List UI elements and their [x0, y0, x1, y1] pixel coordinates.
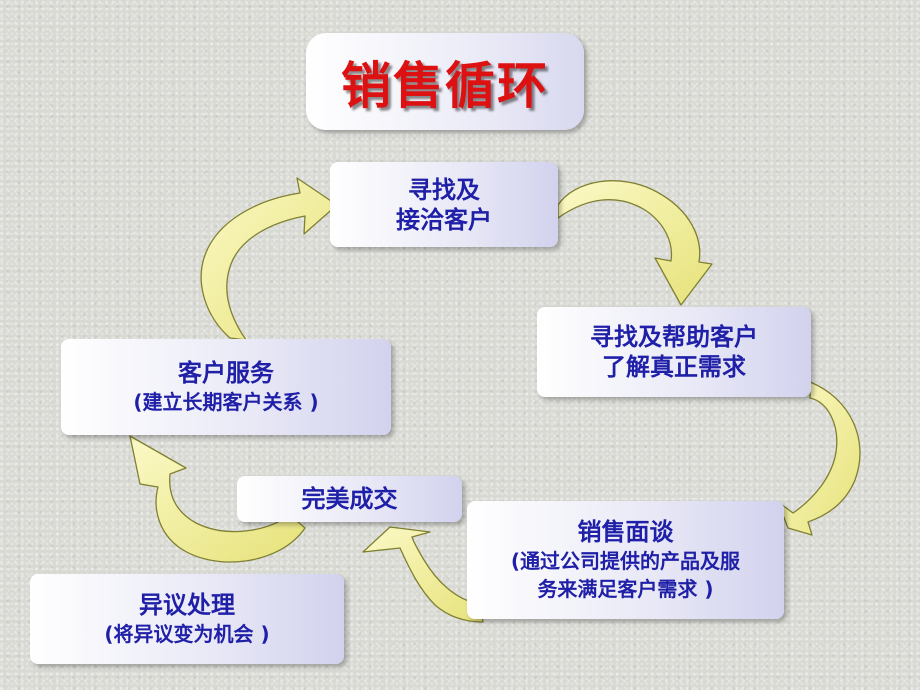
step-objection-line1: 异议处理: [139, 591, 235, 619]
step-service-line1: 客户服务: [178, 359, 274, 387]
step-customer-service: 客户服务 (建立长期客户关系 ): [61, 339, 391, 435]
find-to-help-arrow: [557, 180, 713, 306]
step-find-contact-customer: 寻找及 接洽客户: [330, 162, 558, 247]
step-talk-line3: 务来满足客户需求 ): [537, 577, 714, 601]
step-objection-line2: (将异议变为机会 ): [104, 622, 270, 646]
page-title: 销售循环: [341, 56, 549, 115]
step-close-deal: 完美成交: [237, 476, 462, 522]
title-box: 销售循环: [306, 33, 584, 130]
step-help-line1: 寻找及帮助客户: [590, 323, 758, 351]
step-find-line2: 接洽客户: [396, 205, 492, 234]
talk-to-close-arrow: [362, 526, 484, 623]
step-talk-line1: 销售面谈: [577, 518, 674, 546]
step-talk-line2: (通过公司提供的产品及服: [510, 549, 741, 573]
step-sales-meeting: 销售面谈 (通过公司提供的产品及服 务来满足客户需求 ): [467, 501, 784, 619]
close-to-service-arrow: [129, 435, 306, 563]
step-objection-handling: 异议处理 (将异议变为机会 ): [30, 574, 344, 664]
step-service-line2: (建立长期客户关系 ): [133, 390, 319, 414]
service-to-find-arrow: [200, 177, 338, 341]
step-find-line1: 寻找及: [408, 175, 480, 204]
help-to-talk-arrow: [777, 381, 861, 536]
step-help-understand-needs: 寻找及帮助客户 了解真正需求: [537, 307, 811, 397]
step-help-line2: 了解真正需求: [602, 353, 746, 381]
step-close-line1: 完美成交: [301, 485, 398, 513]
